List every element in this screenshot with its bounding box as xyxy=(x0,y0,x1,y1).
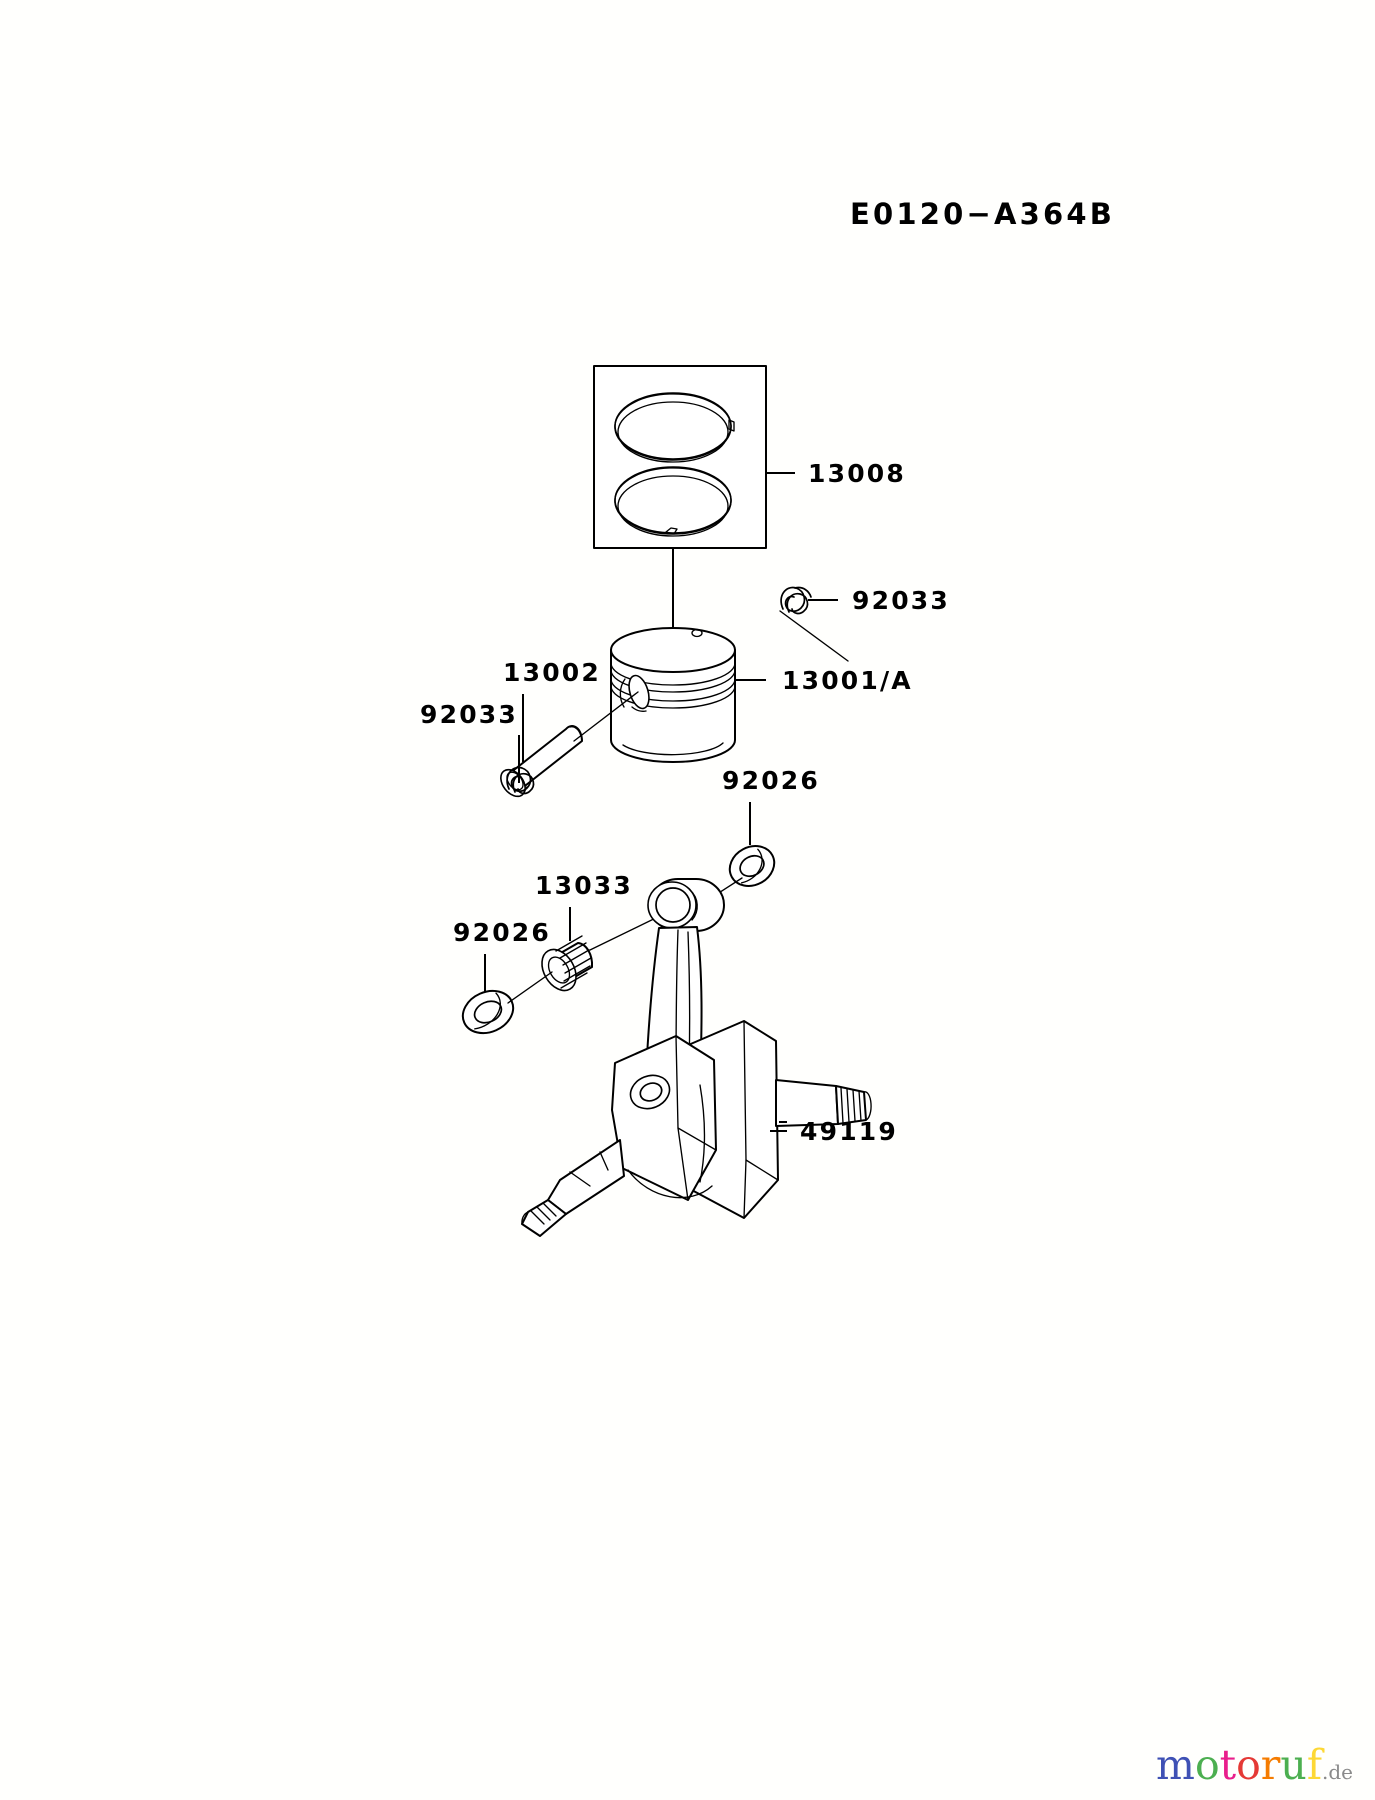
callout-92026-lower: 92026 xyxy=(453,918,551,947)
piston-ring-lower-gap xyxy=(665,527,678,535)
washer-lower-group xyxy=(461,989,515,1035)
washer-upper-outer xyxy=(728,845,776,887)
piston-group xyxy=(610,627,736,763)
piston-crown-dimple xyxy=(691,628,703,638)
crankpin-boss xyxy=(629,1074,671,1110)
assembly-line-washer-lower-to-bearing xyxy=(507,971,553,1004)
watermark-letter-o1: o xyxy=(1194,1741,1220,1789)
circlip-left-curl-inner xyxy=(512,772,535,795)
crank-web-rear-corner xyxy=(743,1159,747,1219)
circlip-left-group xyxy=(506,766,535,795)
needle-bearing-group xyxy=(541,935,594,992)
callout-13001a: 13001/A xyxy=(782,666,913,695)
circlip-right-curl-inner xyxy=(786,592,809,615)
needle-bearing-end-ring xyxy=(577,942,593,968)
needle-bearing-bore xyxy=(547,956,571,984)
crankshaft-group xyxy=(521,878,872,1237)
callout-92026-upper: 92026 xyxy=(722,766,820,795)
diagram-code-title: E0120−A364B xyxy=(850,197,1115,231)
piston-crown xyxy=(610,627,736,673)
needle-roller-1 xyxy=(555,935,583,952)
watermark-letter-m: m xyxy=(1156,1741,1195,1789)
piston-pin-bore xyxy=(628,674,650,710)
circlip-left-curl-outer xyxy=(506,766,532,792)
crank-web-front-corner xyxy=(677,1127,689,1201)
needle-roller-3 xyxy=(562,949,590,966)
crank-journal-left-keyway xyxy=(599,1151,609,1171)
callout-13002: 13002 xyxy=(503,658,601,687)
piston-ring-groove-3 xyxy=(610,678,736,702)
piston-ring-upper-inner xyxy=(617,401,729,463)
needle-roller-6 xyxy=(560,972,588,989)
washer-upper-thickness xyxy=(741,848,763,884)
crankpin-hole xyxy=(639,1082,663,1102)
piston-ring-groove-4 xyxy=(610,685,736,709)
callout-13008: 13008 xyxy=(808,459,906,488)
needle-roller-4 xyxy=(564,957,592,974)
piston-ring-set-group xyxy=(593,365,767,549)
crank-journal-left-shade xyxy=(569,1171,591,1187)
crank-thread-left-grooves xyxy=(530,1202,557,1225)
circlip-right-tail xyxy=(794,586,812,598)
washer-upper-group xyxy=(728,845,776,887)
crank-journal-left xyxy=(547,1139,625,1215)
washer-lower-thickness xyxy=(474,992,501,1030)
motoruf-watermark-logo: motoruf.de xyxy=(1156,1745,1353,1786)
conrod-small-end-shade xyxy=(689,889,698,921)
crank-thread-left-end xyxy=(521,1211,529,1225)
watermark-letter-o2: o xyxy=(1236,1741,1261,1789)
crank-web-front xyxy=(611,1035,717,1201)
piston-ring-lower-inner xyxy=(617,475,729,537)
crank-thread-right-end xyxy=(863,1091,872,1121)
watermark-letter-t: t xyxy=(1219,1741,1237,1789)
circlip-right-curl-outer xyxy=(780,586,806,612)
callout-49119: 49119 xyxy=(800,1117,898,1146)
assembly-line-pin-to-piston xyxy=(573,691,639,742)
needle-roller-5 xyxy=(563,965,591,982)
needle-roller-2 xyxy=(559,942,587,959)
callout-92033-right: 92033 xyxy=(852,586,950,615)
circlip-right-group xyxy=(780,586,812,615)
piston-skirt-edge xyxy=(622,742,724,756)
piston-ring-upper-gap xyxy=(728,419,735,432)
washer-lower-outer xyxy=(461,989,515,1035)
piston-pin-far-edge xyxy=(569,726,582,737)
piston-pin-bore-groove-left xyxy=(619,678,626,708)
piston-ring-groove-1 xyxy=(610,662,736,686)
watermark-letter-r: r xyxy=(1260,1741,1281,1789)
crank-counterweight-scallop xyxy=(627,1169,713,1199)
crank-thread-left xyxy=(521,1199,567,1237)
callout-92033-left: 92033 xyxy=(420,700,518,729)
assembly-line-circlip-right xyxy=(779,610,849,662)
watermark-letter-u: u xyxy=(1280,1741,1307,1789)
piston-ring-groove-2 xyxy=(610,669,736,693)
callout-13033: 13033 xyxy=(535,871,633,900)
crank-web-inner-shade xyxy=(699,1084,706,1183)
watermark-domain-suffix: .de xyxy=(1322,1760,1353,1784)
conrod-small-end-bore xyxy=(655,887,691,923)
piston-pin-bore-groove-bottom xyxy=(631,706,647,712)
watermark-letter-f: f xyxy=(1306,1741,1322,1789)
crank-thread-right-grooves xyxy=(840,1087,862,1124)
